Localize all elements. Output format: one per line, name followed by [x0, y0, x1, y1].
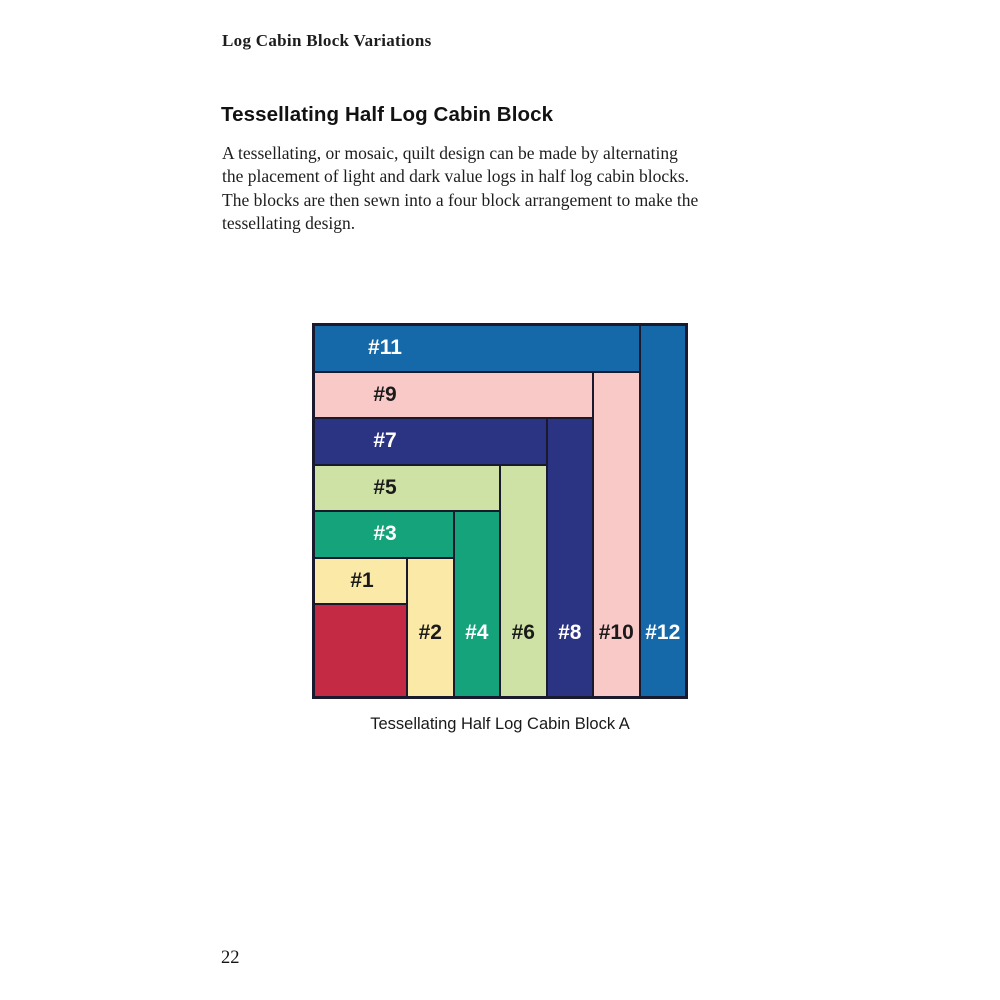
quilt-log-label: #4	[465, 621, 489, 644]
page-number: 22	[221, 948, 240, 968]
paragraph-line: tessellating design.	[222, 212, 356, 233]
quilt-log-label: #2	[418, 621, 442, 644]
quilt-log-8: #8	[546, 418, 593, 697]
quilt-log-10: #10	[593, 371, 640, 697]
quilt-log-label: #5	[373, 475, 397, 499]
quilt-log-5: #5	[314, 464, 500, 511]
quilt-log-label: #9	[373, 382, 397, 406]
quilt-log-3: #3	[314, 511, 454, 558]
running-header: Log Cabin Block Variations	[222, 31, 432, 50]
quilt-log-2: #2	[407, 557, 454, 697]
quilt-log-label: #7	[373, 429, 397, 453]
quilt-log-7: #7	[314, 418, 547, 465]
quilt-log-label: #6	[511, 621, 535, 644]
quilt-log-9: #9	[314, 371, 593, 418]
quilt-center-square	[314, 604, 407, 697]
quilt-log-1: #1	[314, 557, 407, 604]
quilt-log-label: #12	[645, 621, 681, 644]
section-title: Tessellating Half Log Cabin Block	[221, 103, 554, 126]
quilt-log-11: #11	[314, 325, 640, 372]
quilt-log-12: #12	[639, 325, 686, 697]
quilt-log-6: #6	[500, 464, 547, 697]
quilt-log-4: #4	[453, 511, 500, 697]
quilt-log-label: #3	[373, 522, 397, 546]
paragraph-line: The blocks are then sewn into a four blo…	[222, 189, 699, 210]
diagram-caption: Tessellating Half Log Cabin Block A	[370, 715, 630, 733]
body-paragraph: A tessellating, or mosaic, quilt design …	[222, 142, 698, 235]
paragraph-line: A tessellating, or mosaic, quilt design …	[222, 143, 678, 163]
paragraph-line: the placement of light and dark value lo…	[222, 166, 690, 187]
quilt-log-label: #11	[368, 336, 402, 360]
quilt-log-label: #10	[598, 621, 634, 644]
quilt-log-label: #8	[558, 621, 582, 644]
quilt-log-label: #1	[350, 568, 374, 592]
quilt-block-diagram: #1 #2 #3 #4 #5 #6 #7 #8 #9 #10 #11 #12	[312, 323, 688, 699]
